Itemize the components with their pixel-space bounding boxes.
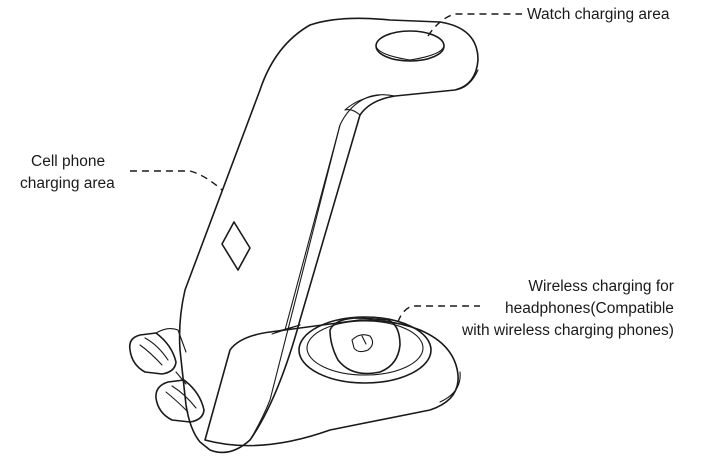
- label-headphone-charging: Wireless charging for headphones(Compati…: [462, 276, 674, 342]
- base-plate: [204, 319, 461, 447]
- phone-support-pads: [128, 327, 205, 423]
- label-headphones-line-1: Wireless charging for: [528, 278, 674, 295]
- label-headphones-line-3: with wireless charging phones): [462, 322, 674, 339]
- label-cell-phone-charging-area: Cell phone charging area: [20, 151, 115, 195]
- headphone-pad: [298, 316, 432, 384]
- leader-watch: [427, 13, 522, 37]
- leader-headphones: [397, 305, 480, 323]
- upright-arm: [178, 17, 479, 454]
- watch-puck: [375, 30, 445, 62]
- label-phone-line-1: Cell phone: [31, 153, 106, 170]
- label-headphones-line-2: headphones(Compatible: [505, 300, 674, 317]
- label-phone-line-2: charging area: [20, 175, 115, 192]
- phone-coil-marker: [221, 221, 251, 271]
- leader-phone: [130, 170, 223, 191]
- label-watch-charging-area: Watch charging area: [527, 6, 670, 23]
